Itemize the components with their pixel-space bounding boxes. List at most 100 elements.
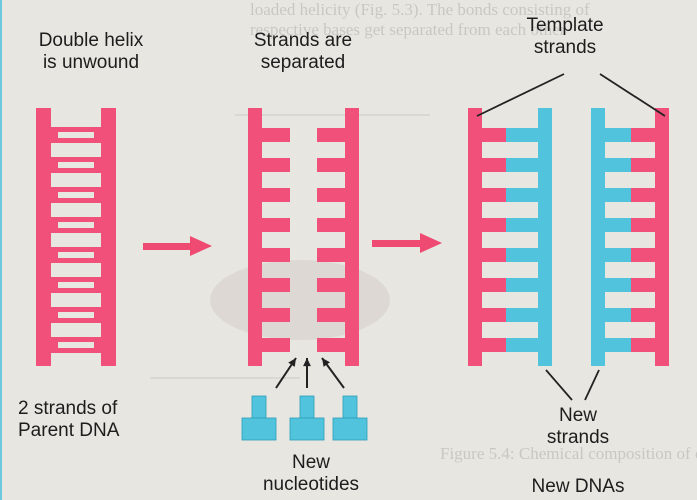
new-dna-left bbox=[468, 108, 552, 366]
parent-rung-gap-3 bbox=[58, 192, 94, 198]
arrow-1-shaft bbox=[143, 243, 193, 250]
template-pointer-right bbox=[600, 74, 665, 116]
new-dna-left-template-base-7 bbox=[482, 308, 506, 322]
new-dna-right-new-base-3 bbox=[605, 188, 631, 202]
bleed-through-smudge bbox=[210, 260, 390, 340]
new-nucleotide-3-sugar bbox=[333, 418, 367, 440]
separated-right-base-6 bbox=[317, 278, 345, 292]
new-dna-left-new-base-3 bbox=[506, 188, 538, 202]
parent-dna-ladder bbox=[36, 108, 116, 366]
new-dna-left-template-base-8 bbox=[482, 338, 506, 352]
separated-left-backbone bbox=[248, 108, 262, 366]
new-strand-pointer-left bbox=[546, 370, 572, 400]
separated-left-base-6 bbox=[262, 278, 290, 292]
label-parent-dna-line2: Parent DNA bbox=[18, 420, 178, 442]
new-dna-left-new-base-4 bbox=[506, 218, 538, 232]
new-dna-right-new-base-4 bbox=[605, 218, 631, 232]
label-double-helix-line1: Double helix bbox=[16, 30, 166, 52]
parent-rung-gap-6 bbox=[58, 282, 94, 288]
label-double-helix-line2: is unwound bbox=[16, 52, 166, 74]
separated-left-base-8 bbox=[262, 338, 290, 352]
separated-right-base-4 bbox=[317, 218, 345, 232]
separated-left-base-4 bbox=[262, 218, 290, 232]
new-nucleotide-1-sugar bbox=[242, 418, 276, 440]
new-nucleotide-3-base bbox=[343, 396, 357, 418]
label-template-strands-line1: Template bbox=[490, 15, 640, 37]
new-dna-right-template-base-1 bbox=[631, 128, 655, 142]
label-template-strands-line2: strands bbox=[490, 37, 640, 59]
nucleotide-arrow-right-head bbox=[322, 358, 330, 367]
new-dna-left-template-base-2 bbox=[482, 158, 506, 172]
new-dna-right-template-base-7 bbox=[631, 308, 655, 322]
separated-left-base-5 bbox=[262, 248, 290, 262]
arrow-1-head bbox=[190, 236, 212, 256]
new-dna-left-new-base-1 bbox=[506, 128, 538, 142]
separated-left-base-3 bbox=[262, 188, 290, 202]
parent-rung-gap-2 bbox=[58, 162, 94, 168]
new-dna-left-template-base-1 bbox=[482, 128, 506, 142]
new-dna-left-new-backbone bbox=[538, 108, 552, 366]
label-new-strands-line1: New bbox=[503, 405, 653, 427]
label-template-strands: Template strands bbox=[490, 15, 640, 59]
separated-right-base-7 bbox=[317, 308, 345, 322]
arrow-2-head bbox=[420, 233, 442, 253]
new-dna-left-new-base-7 bbox=[506, 308, 538, 322]
separated-left-base-1 bbox=[262, 128, 290, 142]
parent-right-backbone bbox=[101, 108, 116, 366]
separated-left-base-7 bbox=[262, 308, 290, 322]
label-strands-separated-line2: separated bbox=[228, 52, 378, 74]
label-new-nucleotides-line1: New bbox=[236, 452, 386, 474]
new-dna-right-new-base-7 bbox=[605, 308, 631, 322]
label-strands-separated-line1: Strands are bbox=[228, 30, 378, 52]
new-dna-right-new-base-2 bbox=[605, 158, 631, 172]
separated-right-base-5 bbox=[317, 248, 345, 262]
new-dna-right-new-backbone bbox=[591, 108, 605, 366]
nucleotide-arrow-middle-head bbox=[303, 358, 311, 366]
separated-right-base-3 bbox=[317, 188, 345, 202]
separated-right-base-1 bbox=[317, 128, 345, 142]
new-dna-left-template-base-4 bbox=[482, 218, 506, 232]
parent-rung-gap-4 bbox=[58, 222, 94, 228]
parent-rung-gap-7 bbox=[58, 312, 94, 318]
new-dna-right-template-base-3 bbox=[631, 188, 655, 202]
new-nucleotide-2-base bbox=[300, 396, 314, 418]
new-dna-left-template-base-6 bbox=[482, 278, 506, 292]
new-dna-right-template-base-8 bbox=[631, 338, 655, 352]
new-dna-right-template-base-5 bbox=[631, 248, 655, 262]
separated-right-backbone bbox=[345, 108, 359, 366]
label-double-helix: Double helix is unwound bbox=[16, 30, 166, 74]
new-dna-left-new-base-6 bbox=[506, 278, 538, 292]
new-dna-right-new-base-6 bbox=[605, 278, 631, 292]
new-dna-right-template-backbone bbox=[655, 108, 669, 366]
label-parent-dna-line1: 2 strands of bbox=[18, 398, 178, 420]
new-nucleotide-1 bbox=[242, 396, 276, 440]
separated-left-base-2 bbox=[262, 158, 290, 172]
new-nucleotide-3 bbox=[333, 396, 367, 440]
new-dna-left-template-backbone bbox=[468, 108, 482, 366]
parent-rung-gap-1 bbox=[58, 132, 94, 138]
new-dna-left-template-base-3 bbox=[482, 188, 506, 202]
new-strand-pointer-right bbox=[585, 370, 599, 400]
new-dna-right-new-base-1 bbox=[605, 128, 631, 142]
separated-right-base-8 bbox=[317, 338, 345, 352]
new-dna-right-template-base-4 bbox=[631, 218, 655, 232]
separated-right-base-2 bbox=[317, 158, 345, 172]
new-dna-left-new-base-8 bbox=[506, 338, 538, 352]
parent-left-backbone bbox=[36, 108, 51, 366]
label-strands-separated: Strands are separated bbox=[228, 30, 378, 74]
new-dna-right-template-base-6 bbox=[631, 278, 655, 292]
label-parent-dna: 2 strands of Parent DNA bbox=[18, 398, 178, 442]
parent-rung-gap-5 bbox=[58, 252, 94, 258]
new-dna-right-new-base-8 bbox=[605, 338, 631, 352]
new-dna-left-new-base-5 bbox=[506, 248, 538, 262]
new-dna-left-new-base-2 bbox=[506, 158, 538, 172]
new-nucleotide-1-base bbox=[252, 396, 266, 418]
label-new-nucleotides-line2: nucleotides bbox=[236, 474, 386, 496]
label-new-strands-line2: strands bbox=[503, 427, 653, 449]
new-nucleotide-2 bbox=[290, 396, 324, 440]
new-dna-right-new-base-5 bbox=[605, 248, 631, 262]
label-new-strands: New strands bbox=[503, 405, 653, 449]
new-dna-right-template-base-2 bbox=[631, 158, 655, 172]
label-new-nucleotides: New nucleotides bbox=[236, 452, 386, 496]
